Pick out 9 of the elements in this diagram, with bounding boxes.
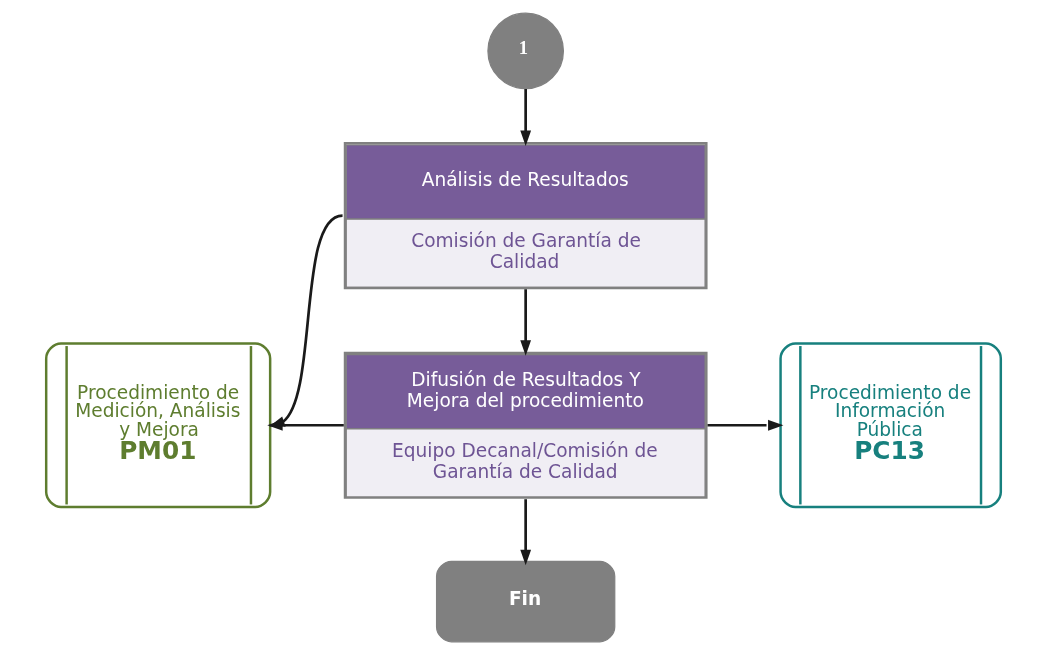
arrow — [519, 289, 531, 356]
node-circle: 1 — [486, 12, 564, 90]
arrow — [519, 499, 531, 566]
node-box: Procedimiento de Medición, Análisis y Mejora PM01 — [44, 342, 271, 509]
arrow — [519, 88, 531, 146]
node-box: Procedimiento de Información Pública PC13 — [778, 342, 1002, 509]
arrow — [707, 419, 783, 431]
node-box: Fin — [435, 560, 615, 643]
arrow — [266, 419, 344, 431]
